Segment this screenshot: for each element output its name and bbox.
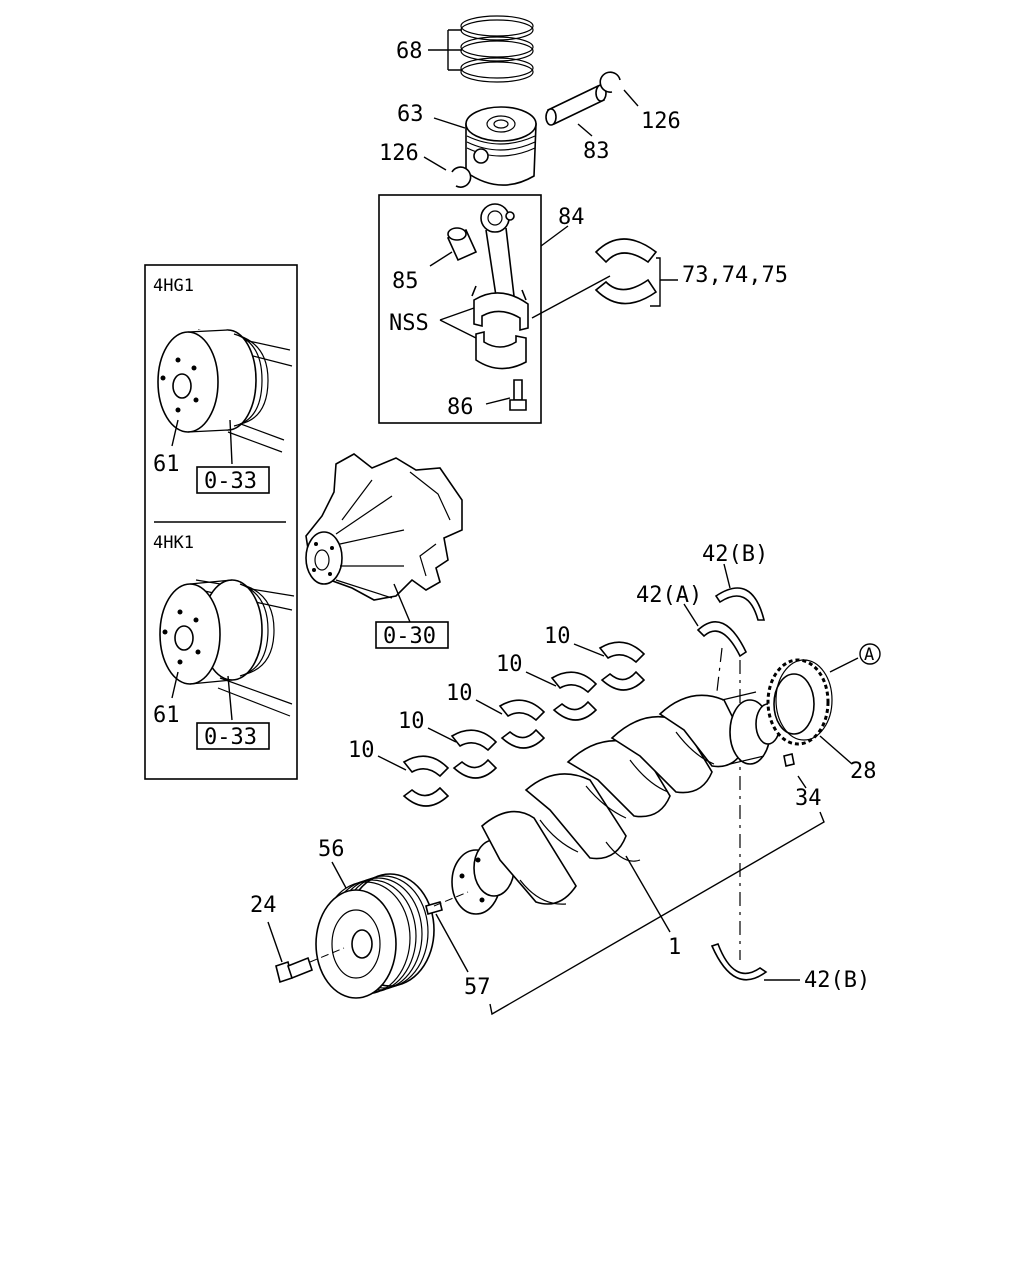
label-rod-bearing: 73,74,75 xyxy=(682,263,788,288)
label-nss: NSS xyxy=(389,311,429,336)
label-main-bearing-3: 10 xyxy=(446,681,473,706)
label-main-bearing-5: 10 xyxy=(544,624,571,649)
label-snap-ring-left: 126 xyxy=(379,141,419,166)
label-thrust-washer-b-bottom: 42(B) xyxy=(804,968,870,993)
main-bearings-drawing xyxy=(402,641,646,807)
label-thrust-washer-b-top: 42(B) xyxy=(702,542,768,567)
rod-bolt-drawing xyxy=(509,379,527,411)
label-bushing: 85 xyxy=(392,269,419,294)
label-connecting-rod: 84 xyxy=(558,205,585,230)
label-variant-4hk1: 4HK1 xyxy=(153,533,194,553)
ref-box-4hk1 xyxy=(196,722,270,750)
piston-pin-drawing xyxy=(545,84,607,126)
label-ref-4hg1: 0-33 xyxy=(204,469,257,494)
pulley-4hg1-drawing xyxy=(157,329,293,453)
label-piston-pin: 83 xyxy=(583,139,610,164)
label-snap-ring-right: 126 xyxy=(641,109,681,134)
label-piston-rings: 68 xyxy=(396,39,423,64)
snap-ring-left-drawing xyxy=(451,166,472,188)
crankshaft-drawing xyxy=(451,691,781,915)
ref-box-water-pump xyxy=(375,621,449,649)
connecting-rod-drawing xyxy=(471,203,529,370)
timing-gear-drawing xyxy=(766,658,833,746)
snap-ring-right-drawing xyxy=(599,71,621,93)
group-bracket xyxy=(489,811,825,1016)
dowel-pin-drawing xyxy=(425,901,443,915)
label-timing-gear: 28 xyxy=(850,759,877,784)
piston-drawing xyxy=(465,106,537,186)
label-ref-water-pump: 0-30 xyxy=(383,624,436,649)
bushing-drawing xyxy=(446,227,478,262)
label-crankshaft: 1 xyxy=(668,935,681,960)
engine-variant-box xyxy=(144,264,298,780)
dowel-centerline xyxy=(433,891,469,907)
thrust-washers-drawing xyxy=(696,587,768,981)
label-thrust-washer-a: 42(A) xyxy=(636,583,702,608)
label-bolt: 24 xyxy=(250,893,277,918)
bolt-drawing xyxy=(275,956,313,984)
water-pump-drawing xyxy=(305,453,463,601)
label-variant-4hg1: 4HG1 xyxy=(153,276,194,296)
ref-box-4hg1 xyxy=(196,466,270,494)
label-pulley-4hk1: 61 xyxy=(153,703,180,728)
label-ref-4hk1: 0-33 xyxy=(204,725,257,750)
pulley-4hk1-drawing xyxy=(159,579,295,717)
label-main-bearing-2: 10 xyxy=(398,709,425,734)
label-key: 34 xyxy=(795,786,822,811)
label-main-bearing-1: 10 xyxy=(348,738,375,763)
conrod-box xyxy=(378,194,542,424)
rod-bearing-drawing xyxy=(594,238,658,305)
thrust-washer-centerline xyxy=(715,647,741,960)
label-piston: 63 xyxy=(397,102,424,127)
label-ref-circle-a: A xyxy=(864,645,874,665)
bolt-centerline xyxy=(309,947,345,963)
piston-rings-drawing xyxy=(460,15,534,83)
label-pulley-4hg1: 61 xyxy=(153,452,180,477)
key-drawing xyxy=(783,753,795,767)
crank-pulley-drawing xyxy=(315,873,435,999)
label-main-bearing-4: 10 xyxy=(496,652,523,677)
label-crank-pulley: 56 xyxy=(318,837,345,862)
label-rod-bolt: 86 xyxy=(447,395,474,420)
label-dowel-pin: 57 xyxy=(464,975,491,1000)
ref-circle-a xyxy=(859,643,881,665)
